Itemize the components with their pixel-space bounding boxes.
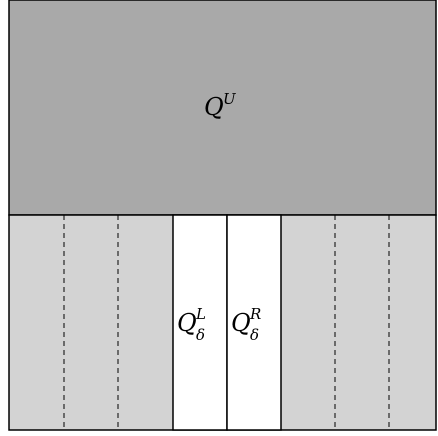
label-upper-symbol: Q [204,93,224,121]
label-upper-superscript: U [223,90,237,108]
left-strip [172,214,228,431]
label-right-superscript: R [249,305,261,323]
label-left-strip: Q L δ [177,305,206,344]
label-upper: Q U [204,90,237,121]
label-right-strip: Q R δ [231,305,261,344]
label-right-symbol: Q [231,309,251,337]
upper-region [8,0,437,216]
label-left-superscript: L [195,305,206,323]
label-right-subscript: δ [250,326,259,344]
label-left-symbol: Q [177,309,197,337]
label-left-subscript: δ [196,326,205,344]
right-strip [226,214,282,431]
